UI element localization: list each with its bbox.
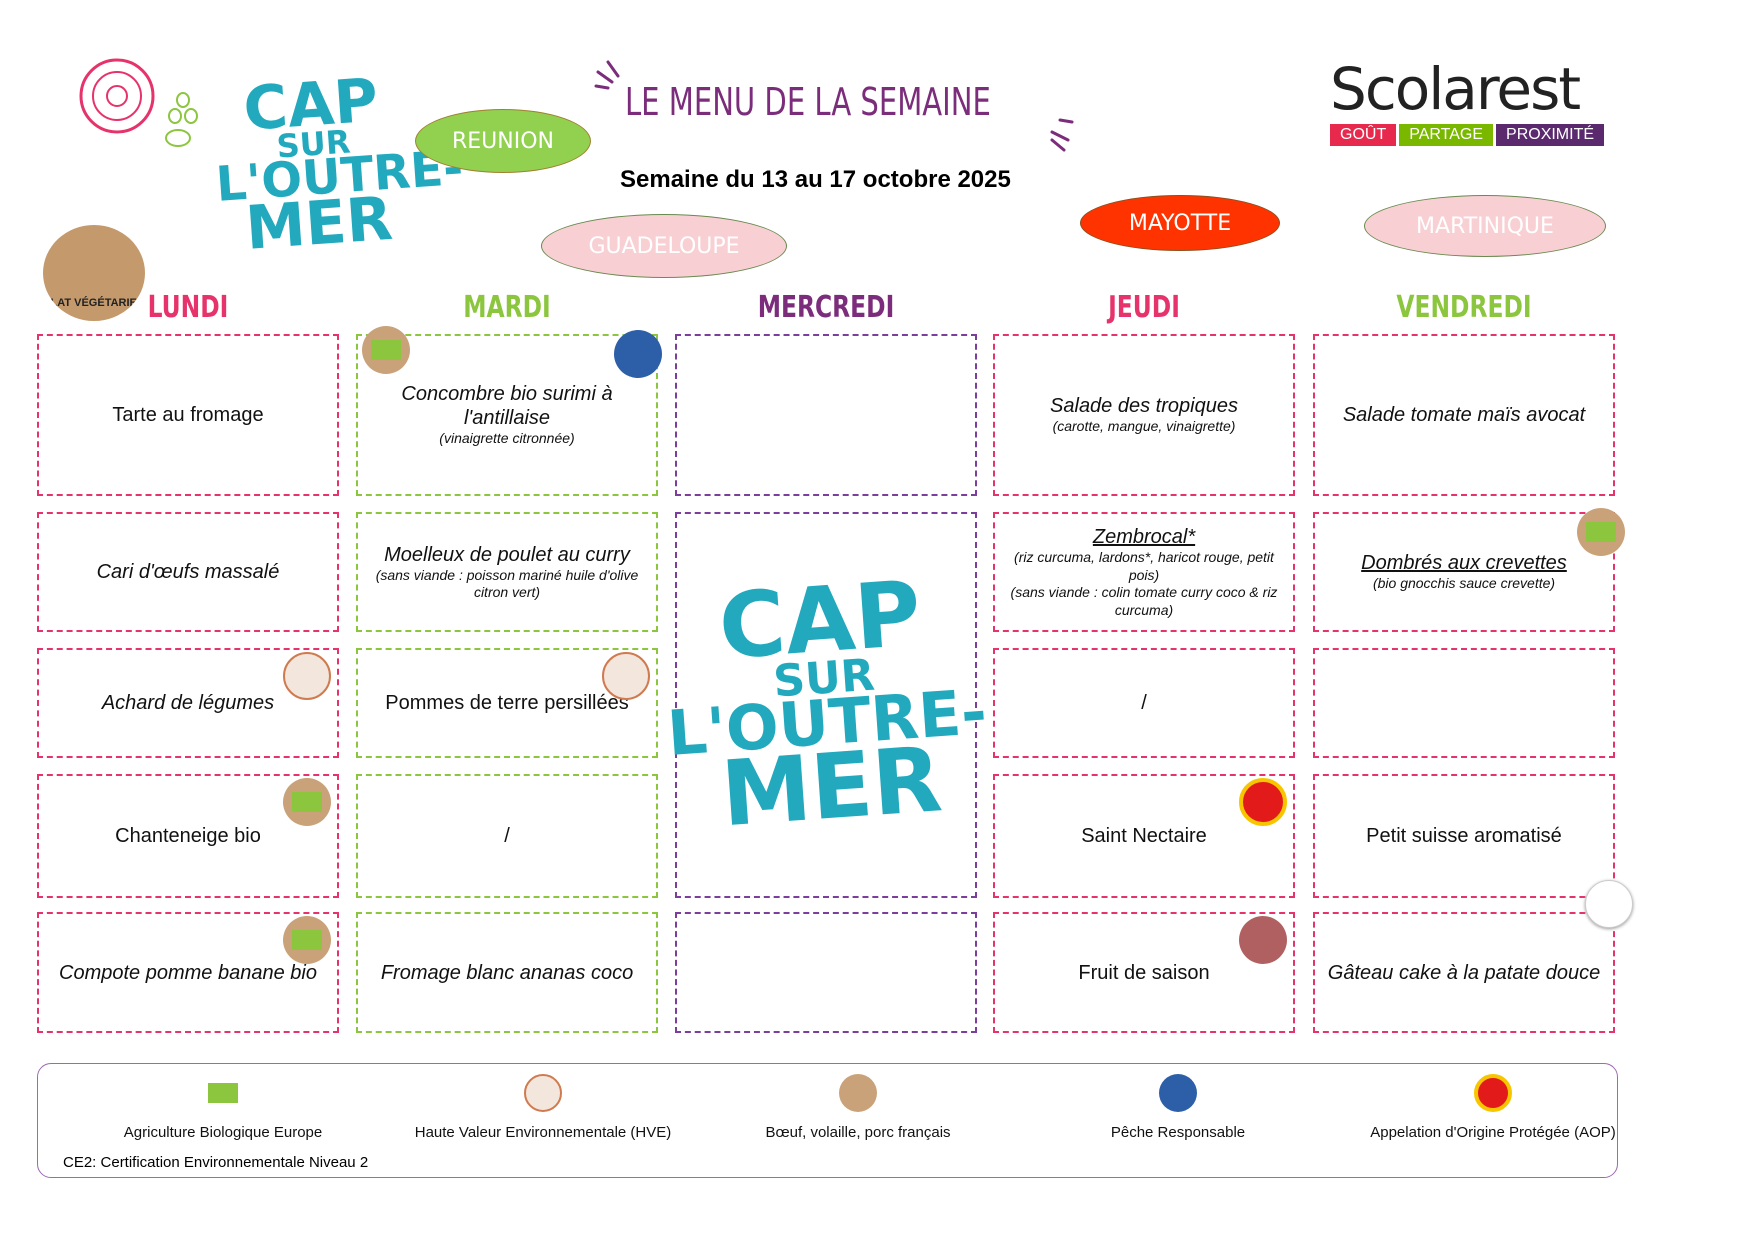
dish-details: (bio gnocchis sauce crevette): [1372, 575, 1556, 592]
scolarest-logo: Scolarest GOÛT PARTAGE PROXIMITÉ: [1330, 60, 1610, 146]
dish-name: Concombre bio surimi à l'antillaise: [401, 383, 613, 430]
menu-cell: /: [356, 774, 658, 898]
bio-label-icon: [283, 778, 331, 826]
legend-item-hve: Haute Valeur Environnementale (HVE): [393, 1074, 693, 1141]
logo-line: MER: [718, 727, 946, 848]
week-range: Semaine du 13 au 17 octobre 2025: [620, 166, 1011, 193]
page-title: LE MENU DE LA SEMAINE: [625, 80, 991, 124]
region-reunion: REUNION: [415, 109, 591, 173]
hve-label-icon: [283, 652, 331, 700]
menu-cell: Compote pomme banane bio: [37, 912, 339, 1033]
dish-details: (vinaigrette citronnée): [439, 430, 575, 447]
dish-name: Saint Nectaire: [1081, 825, 1207, 847]
french-meat-icon: [839, 1074, 877, 1112]
dish-name: Cari d'œufs massalé: [96, 561, 280, 583]
menu-cell: Pommes de terre persillées: [356, 648, 658, 758]
logo-line: MER: [243, 183, 395, 264]
dish-name: Fromage blanc ananas coco: [380, 961, 634, 984]
menu-cell: Cari d'œufs massalé: [37, 512, 339, 632]
menu-cell: Dombrés aux crevettes(bio gnocchis sauce…: [1313, 512, 1615, 632]
menu-cell: Gâteau cake à la patate douce: [1313, 912, 1615, 1033]
legend: Agriculture Biologique Europe Haute Valeu…: [37, 1063, 1618, 1178]
menu-cell: Achard de légumes: [37, 648, 339, 758]
dish-details: (carotte, mangue, vinaigrette): [1052, 418, 1236, 435]
day-header-vendredi: VENDREDI: [1396, 290, 1532, 325]
aop-icon: [1474, 1074, 1512, 1112]
brand-tag: PARTAGE: [1399, 124, 1494, 146]
dish-name: Gâteau cake à la patate douce: [1327, 961, 1601, 984]
dish-name: Compote pomme banane bio: [59, 961, 317, 984]
fruit-label-icon: [1239, 916, 1287, 964]
day-header-mardi: MARDI: [463, 290, 551, 325]
chef-label-icon: [1585, 880, 1633, 928]
dish-name: Pommes de terre persillées: [385, 692, 629, 714]
hve-label-icon: [602, 652, 650, 700]
dish-details: (sans viande : poisson mariné huile d'ol…: [375, 566, 639, 601]
dish-details: (riz curcuma, lardons*, haricot rouge, p…: [1014, 549, 1274, 583]
bio-label-icon: [1577, 508, 1625, 556]
menu-cell: Fromage blanc ananas coco: [356, 912, 658, 1033]
dish-name: Salade tomate maïs avocat: [1342, 404, 1586, 426]
menu-cell: Zembrocal*(riz curcuma, lardons*, harico…: [993, 512, 1295, 632]
menu-cell: [675, 912, 977, 1033]
legend-label: Appelation d'Origine Protégée (AOP): [1370, 1124, 1616, 1141]
menu-cell: /: [993, 648, 1295, 758]
cap-sur-outre-mer-logo: CAP SUR L'OUTRE- MER: [209, 66, 465, 264]
legend-label: Bœuf, volaille, porc français: [765, 1124, 951, 1141]
menu-cell: Fruit de saison: [993, 912, 1295, 1033]
dish-name: Achard de légumes: [101, 692, 275, 714]
region-mayotte: MAYOTTE: [1080, 195, 1280, 251]
legend-item-french-meat: Bœuf, volaille, porc français: [708, 1074, 1008, 1141]
vegetarian-badge: PLAT VÉGÉTARIEN: [43, 225, 145, 321]
brand-tag: GOÛT: [1330, 124, 1397, 146]
legend-label: Pêche Responsable: [1110, 1124, 1246, 1141]
day-header-mercredi: MERCREDI: [757, 290, 895, 325]
legend-item-aop: Appelation d'Origine Protégée (AOP): [1343, 1074, 1643, 1141]
legend-item-bio: Agriculture Biologique Europe: [73, 1074, 373, 1141]
dish-name: /: [1141, 692, 1147, 714]
menu-cell: Petit suisse aromatisé: [1313, 774, 1615, 898]
dish-name: Salade des tropiques: [1050, 395, 1238, 418]
bio-label-icon: [362, 326, 410, 374]
peche-label-icon: [614, 330, 662, 378]
tomato-decoration-icon: [79, 58, 198, 147]
brand-name: Scolarest: [1330, 55, 1581, 123]
menu-cell: Salade des tropiques(carotte, mangue, vi…: [993, 334, 1295, 496]
menu-cell: Chanteneige bio: [37, 774, 339, 898]
bio-label-icon: [283, 916, 331, 964]
legend-item-peche: Pêche Responsable: [1028, 1074, 1328, 1141]
peche-icon: [1159, 1074, 1197, 1112]
dish-name: /: [504, 825, 510, 847]
menu-cell: [1313, 648, 1615, 758]
sparkle-decoration-icon: [594, 60, 1074, 152]
dish-name: Dombrés aux crevettes: [1361, 552, 1567, 575]
hve-icon: [524, 1074, 562, 1112]
region-guadeloupe: GUADELOUPE: [541, 214, 787, 278]
day-header-jeudi: JEUDI: [1108, 290, 1180, 325]
legend-note: CE2: Certification Environnementale Nive…: [63, 1154, 369, 1171]
aop-label-icon: [1239, 778, 1287, 826]
dish-name: Tarte au fromage: [112, 404, 264, 426]
menu-cell: Salade tomate maïs avocat: [1313, 334, 1615, 496]
dish-details: (sans viande : colin tomate curry coco &…: [1010, 584, 1278, 618]
day-header-lundi: LUNDI: [147, 290, 229, 325]
bio-icon: [204, 1074, 242, 1112]
dish-name: Petit suisse aromatisé: [1366, 825, 1562, 847]
menu-cell: [675, 334, 977, 496]
dish-name: Moelleux de poulet au curry: [384, 543, 630, 566]
dish-name: Fruit de saison: [1078, 961, 1210, 984]
region-martinique: MARTINIQUE: [1364, 195, 1606, 257]
menu-cell: Concombre bio surimi à l'antillaise(vina…: [356, 334, 658, 496]
legend-label: Haute Valeur Environnementale (HVE): [414, 1124, 672, 1141]
brand-tag: PROXIMITÉ: [1496, 124, 1605, 146]
menu-cell: Saint Nectaire: [993, 774, 1295, 898]
dish-name: Zembrocal*: [1092, 526, 1196, 548]
dish-name: Chanteneige bio: [115, 825, 261, 847]
menu-cell: Moelleux de poulet au curry(sans viande …: [356, 512, 658, 632]
menu-cell: Tarte au fromage: [37, 334, 339, 496]
legend-label: Agriculture Biologique Europe: [123, 1124, 323, 1141]
